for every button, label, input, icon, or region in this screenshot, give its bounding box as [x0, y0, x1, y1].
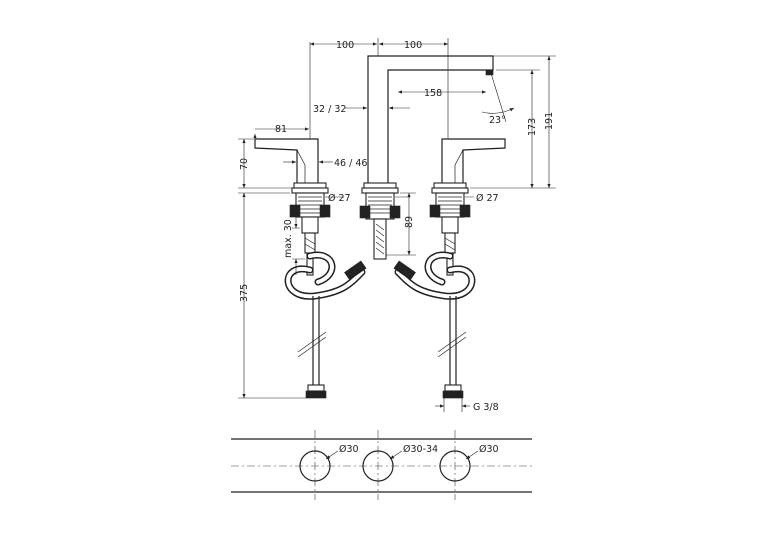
label-angle: 23° — [489, 115, 506, 126]
hole-center — [362, 450, 394, 482]
dim-height-lines — [238, 55, 556, 412]
label-hole-center: Ø30-34 — [403, 444, 438, 455]
label-spout-offset: 32 / 32 — [313, 104, 346, 115]
right-hose-loop — [393, 251, 476, 300]
dimension-labels: 100 100 158 32 / 32 81 46 / 46 23° Ø 27 … — [239, 40, 555, 413]
label-handle-46: 46 / 46 — [334, 158, 367, 169]
left-supply-pipe — [297, 296, 327, 399]
hole-left — [299, 450, 331, 482]
label-max30: max. 30 — [283, 219, 294, 258]
mounting-hole-plan: Ø30 Ø30-34 Ø30 — [231, 430, 532, 500]
label-h375: 375 — [239, 284, 250, 302]
center-valve-body — [359, 192, 401, 260]
label-handle-81: 81 — [275, 124, 287, 135]
label-hole-right: Ø30 — [479, 444, 499, 455]
right-handle — [431, 138, 506, 194]
right-valve-body — [429, 192, 471, 276]
label-w100-right: 100 — [404, 40, 422, 51]
label-spout-158: 158 — [424, 88, 442, 99]
label-h70: 70 — [239, 158, 250, 170]
label-d27-left: Ø 27 — [328, 193, 351, 204]
label-w100-left: 100 — [336, 40, 354, 51]
center-spout — [361, 55, 494, 194]
label-h191: 191 — [544, 112, 555, 130]
left-hose-loop — [284, 251, 367, 300]
hole-right — [439, 450, 471, 482]
label-d27-right: Ø 27 — [476, 193, 499, 204]
label-h173: 173 — [527, 118, 538, 136]
label-thread: G 3/8 — [473, 402, 499, 413]
right-supply-pipe — [437, 296, 467, 399]
left-handle — [254, 138, 329, 194]
label-h89: 89 — [404, 216, 415, 228]
dim-width-lines — [255, 38, 486, 164]
label-hole-left: Ø30 — [339, 444, 359, 455]
